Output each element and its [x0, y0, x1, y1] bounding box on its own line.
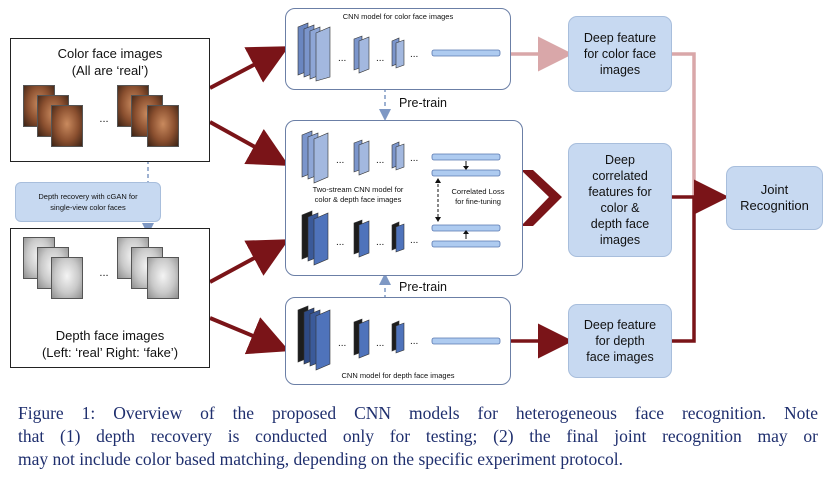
svg-text:...: ... [410, 153, 418, 164]
figure-caption: Figure 1: Overview of the proposed CNN m… [18, 402, 818, 471]
depth-face-thumb [147, 257, 179, 299]
svg-text:...: ... [376, 155, 384, 166]
connector-depth-feature [670, 198, 696, 343]
fc-layer [431, 153, 501, 161]
depth-recovery-badge: Depth recovery with cGAN for single-view… [15, 182, 161, 222]
color-images-ellipsis: ... [99, 113, 109, 125]
pretrain-bottom-label: Pre-train [399, 280, 447, 294]
depth-recovery-label: Depth recovery with cGAN for single-view… [38, 192, 138, 212]
color-face-thumb [51, 105, 83, 147]
caption-line: Figure 1: Overview of the proposed CNN m… [18, 403, 818, 423]
fc-layer [431, 49, 501, 57]
color-images-title: Color face images (All are ‘real’) [57, 46, 163, 78]
pretrain-top-label: Pre-train [399, 96, 447, 110]
caption-line: that (1) depth recovery is conducted onl… [18, 426, 818, 446]
conv-block-medium [353, 35, 370, 74]
two-stream-label: Two-stream CNN model for color & depth f… [312, 185, 404, 204]
caption-line: may not include color based matching, de… [18, 449, 624, 469]
cnn-depth-model: ... ... ... CNN model for depth face ima… [285, 297, 511, 385]
color-face-thumb [147, 105, 179, 147]
color-stream: ... ... ... [301, 130, 501, 184]
depth-images-ellipsis: ... [99, 267, 109, 279]
feature-color-box: Deep feature for color face images [568, 16, 672, 92]
connector-color-feature [670, 52, 696, 196]
svg-text:...: ... [336, 237, 344, 248]
depth-images-title: Depth face images (Left: ‘real’ Right: ‘… [41, 328, 179, 360]
svg-text:...: ... [410, 336, 418, 347]
svg-text:...: ... [376, 53, 384, 64]
two-stream-layers: ... ... ... ... ... ... [301, 130, 501, 266]
svg-text:...: ... [410, 235, 418, 246]
arrow-color-to-cnn-color [209, 46, 290, 90]
two-stream-cnn-model: ... ... ... ... ... ... [285, 120, 523, 276]
svg-text:...: ... [338, 338, 346, 349]
conv-block-small [391, 37, 405, 69]
svg-text:...: ... [376, 338, 384, 349]
conv-block-large [297, 22, 331, 82]
fc-layer [431, 337, 501, 345]
feature-depth-box: Deep feature for depth face images [568, 304, 672, 378]
feature-correlated-box: Deep correlated features for color & dep… [568, 143, 672, 257]
joint-recognition-box: Joint Recognition [726, 166, 823, 230]
cnn-depth-label: CNN model for depth face images [341, 371, 455, 380]
fc-layer [431, 240, 501, 248]
svg-text:...: ... [338, 53, 346, 64]
depth-face-thumb [51, 257, 83, 299]
arrow-color-to-two-stream [209, 120, 289, 166]
cnn-color-model: CNN model for color face images ... ... … [285, 8, 511, 90]
depth-stream: ... ... ... [301, 210, 501, 266]
correlated-loss-label: Correlated Loss for fine-tuning [451, 187, 505, 206]
cnn-color-label: CNN model for color face images [342, 12, 454, 21]
depth-images-panel: ... Depth face images (Left: ‘real’ Righ… [10, 228, 210, 368]
arrow-depth-to-two-stream [209, 239, 290, 284]
cnn-color-layers: ... ... ... [297, 22, 501, 82]
chevron-two-stream-to-feature [521, 170, 562, 226]
cnn-depth-layers: ... ... ... [297, 305, 501, 371]
color-images-panel: Color face images (All are ‘real’) ... [10, 38, 210, 162]
svg-text:...: ... [410, 49, 418, 60]
fc-layer [431, 169, 501, 177]
svg-text:...: ... [336, 155, 344, 166]
arrow-depth-to-cnn-depth [209, 316, 290, 355]
svg-text:...: ... [376, 237, 384, 248]
